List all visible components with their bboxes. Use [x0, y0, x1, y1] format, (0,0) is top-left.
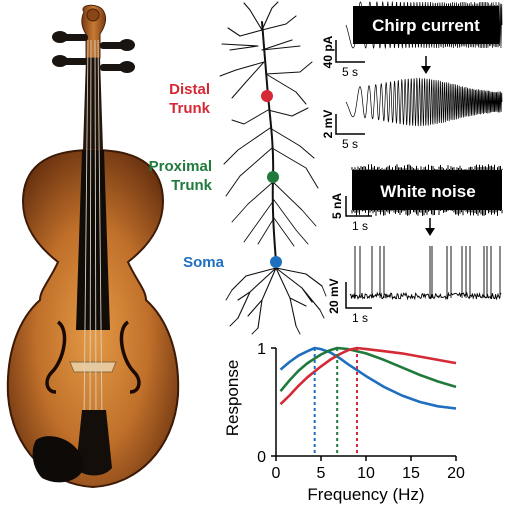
x-tick-label: 10	[357, 465, 375, 482]
noise-time-scale-bottom: 1 s	[352, 311, 368, 325]
x-tick-label: 5	[317, 465, 326, 482]
chirp-voltage-scalebar	[335, 114, 365, 135]
distal-label-line2: Trunk	[169, 100, 210, 117]
noise-voltage-trace	[349, 246, 502, 301]
f-hole-left	[45, 320, 67, 394]
chirp-voltage-trace	[345, 77, 503, 127]
noise-voltage-scale: 20 mV	[327, 278, 341, 313]
chart-x-label: Frequency (Hz)	[307, 485, 424, 504]
proximal-trunk-site	[267, 171, 279, 183]
tuning-pegs	[52, 31, 135, 73]
noise-current-edges	[351, 164, 503, 216]
chirp-current-scale: 40 pA	[321, 35, 335, 68]
violin-chinrest	[32, 436, 85, 483]
proximal-label-line1: Proximal	[149, 158, 212, 175]
soma-site	[270, 256, 282, 268]
violin-fingerboard	[76, 150, 110, 330]
noise-title-box	[364, 176, 492, 204]
violin-bridge	[69, 361, 117, 373]
chirp-voltage-wave	[345, 77, 503, 127]
proximal-label-line2: Trunk	[171, 177, 212, 194]
chart-peak-markers	[313, 348, 358, 456]
chirp-title-box	[353, 6, 499, 44]
violin-tailpiece	[76, 410, 112, 476]
violin-illustration	[6, 4, 180, 489]
distal-label-line1: Distal	[169, 81, 210, 98]
neuron-morphology	[219, 1, 327, 335]
response-curve-1	[279, 346, 457, 393]
chart-x-ticks: 0 5 10 15 20	[272, 456, 465, 482]
distal-trunk-site	[261, 90, 273, 102]
noise-time-scale-top: 1 s	[352, 219, 368, 233]
noise-arrow	[425, 218, 435, 236]
chirp-time-scale-bottom: 5 s	[342, 137, 358, 151]
chirp-voltage-scale: 2 mV	[321, 110, 335, 139]
chart-y-ticks: 01	[257, 341, 276, 466]
noise-voltage-scalebar	[345, 282, 372, 309]
y-tick-label: 0	[257, 449, 266, 466]
chirp-panel: Chirp current 40 pA 5 s 2 mV 5 s	[321, 0, 503, 151]
chirp-title: Chirp current	[372, 16, 480, 35]
chirp-time-scale-top: 5 s	[342, 65, 358, 79]
violin-strings	[83, 39, 103, 421]
noise-edge-jitter	[351, 164, 503, 216]
chirp-current-scalebar	[335, 40, 365, 63]
soma-label: Soma	[183, 254, 225, 271]
noise-title: White noise	[380, 182, 475, 201]
x-tick-label: 15	[402, 465, 420, 482]
x-tick-label: 0	[272, 465, 281, 482]
noise-panel: White noise 5 nA 1 s 20 mV 1 s	[327, 164, 503, 325]
y-tick-label: 1	[257, 341, 266, 358]
chart-series-layer	[279, 346, 457, 410]
noise-current-scale: 5 nA	[330, 193, 344, 219]
chirp-arrow	[421, 56, 431, 74]
f-hole-right	[119, 320, 141, 394]
response-curve-0	[279, 346, 457, 410]
response-curve-2	[279, 346, 457, 406]
x-tick-label: 20	[447, 465, 465, 482]
noise-voltage-wave	[349, 246, 502, 301]
noise-current-scalebar	[345, 196, 372, 217]
chart-y-label: Response	[223, 360, 242, 437]
